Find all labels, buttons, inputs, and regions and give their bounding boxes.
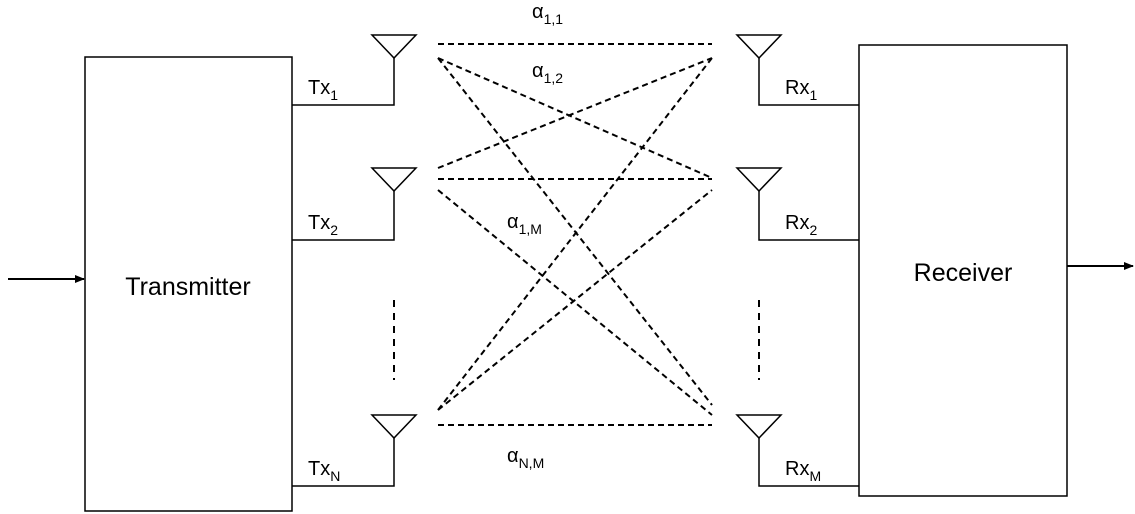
channel-path-N-1 [437,57,713,411]
txN-feed-line [292,438,395,487]
rxM-label: RxM [785,458,821,484]
tx1-antenna-icon [370,34,418,60]
channel-path-N-2 [437,189,713,411]
rxM-feed-line [758,438,859,487]
receiver-block [858,44,1068,497]
alpha-1-1-label: α1,1 [532,1,563,27]
alpha-1-M-label: α1,M [507,211,542,237]
rx1-label: Rx1 [785,77,817,103]
rxM-antenna-icon [735,414,783,440]
transmitter-block [84,56,293,512]
tx1-label: Tx1 [308,77,338,103]
alpha-1-2-label: α1,2 [532,60,563,86]
tx2-feed-line [292,191,395,241]
tx2-antenna-icon [370,167,418,193]
channel-path-1-2 [437,57,713,179]
rx1-feed-line [758,58,859,106]
tx1-feed-line [292,58,395,106]
receiver-label: Receiver [914,259,1013,287]
alpha-N-M-label: αN,M [507,445,544,471]
txN-antenna-icon [370,414,418,440]
rx2-feed-line [758,191,859,241]
txN-label: TxN [308,458,340,484]
channel-path-2-1 [437,57,713,169]
rx2-label: Rx2 [785,212,817,238]
rx2-antenna-icon [735,167,783,193]
channel-path-1-M [437,57,713,406]
rx1-antenna-icon [735,34,783,60]
channel-path-2-M [437,189,713,416]
transmitter-label: Transmitter [125,273,250,301]
tx2-label: Tx2 [308,212,338,238]
